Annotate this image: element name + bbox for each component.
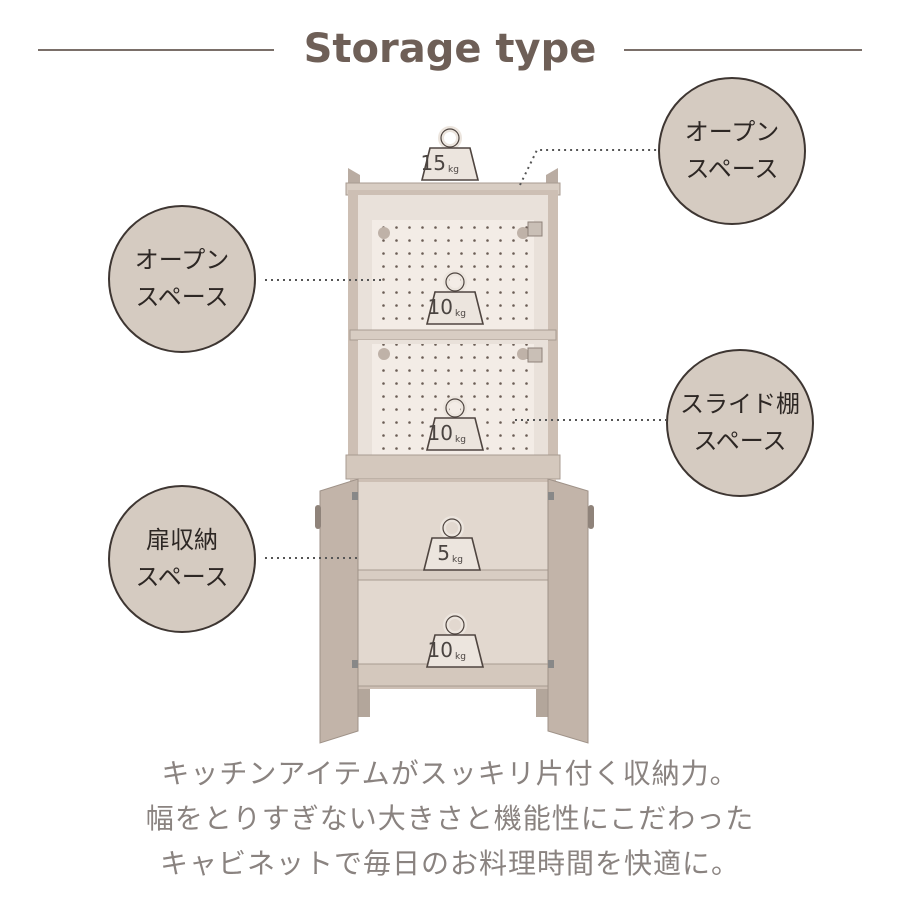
callout-line: スペース <box>135 563 229 591</box>
callout-line: スペース <box>685 155 779 183</box>
cabinet-shelf <box>353 569 553 581</box>
callout-door-storage: 扉収納 スペース <box>108 485 256 633</box>
title-rule-left <box>38 49 274 51</box>
weight-middle-value: 10 <box>428 421 453 445</box>
weight-cabinet-shelf-unit: kg <box>452 555 463 565</box>
weight-upper-value: 10 <box>428 295 453 319</box>
weight-icon-cabinet-shelf: 5 kg <box>422 516 482 571</box>
weight-cabinet-bottom-unit: kg <box>455 652 466 662</box>
leg-left <box>356 689 370 717</box>
weight-icon-top: 15 kg <box>421 126 480 181</box>
callout-open-space-upper: オープン スペース <box>108 205 256 353</box>
page-title: Storage type <box>303 26 597 72</box>
caption-line-1: キッチンアイテムがスッキリ片付く収納力。 <box>161 757 739 790</box>
weight-top-unit: kg <box>448 165 459 175</box>
weight-icon-upper: 10 kg <box>425 270 485 325</box>
left-door <box>319 478 359 744</box>
weight-cabinet-bottom-value: 10 <box>428 638 453 662</box>
counter-board <box>345 454 561 480</box>
caption-line-3: キャビネットで毎日のお料理時間を快適に。 <box>159 847 740 880</box>
callout-line: オープン <box>684 118 780 146</box>
callout-line: スペース <box>693 427 787 455</box>
weight-middle-unit: kg <box>455 435 466 445</box>
callout-line: オープン <box>134 246 230 274</box>
connector-top-right <box>519 149 660 186</box>
weight-icon-cabinet-bottom: 10 kg <box>425 613 485 668</box>
hutch-shelf <box>349 329 557 341</box>
weight-top-value: 15 <box>421 151 446 175</box>
title-rule-right <box>624 49 862 51</box>
right-door <box>547 478 589 744</box>
callout-open-space-top: オープン スペース <box>658 77 806 225</box>
callout-line: スペース <box>135 283 229 311</box>
callout-slide-shelf: スライド棚 スペース <box>666 349 814 497</box>
callout-line: 扉収納 <box>146 526 218 554</box>
weight-upper-unit: kg <box>455 309 466 319</box>
weight-cabinet-shelf-value: 5 <box>437 541 450 565</box>
leg-right <box>536 689 550 717</box>
callout-line: スライド棚 <box>680 390 800 418</box>
weight-icon-middle: 10 kg <box>425 396 485 451</box>
caption-line-2: 幅をとりすぎない大きさと機能性にこだわった <box>145 802 755 835</box>
